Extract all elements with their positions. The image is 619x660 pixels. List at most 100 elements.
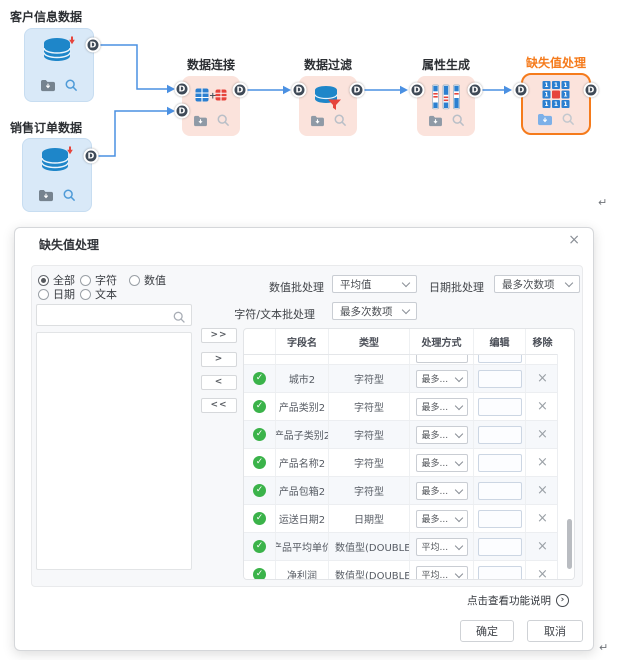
remove-icon[interactable]: × bbox=[537, 371, 548, 386]
radio-label: 字符 bbox=[95, 274, 117, 287]
vertical-scrollbar[interactable] bbox=[557, 354, 574, 579]
ok-button[interactable]: 确定 bbox=[460, 620, 514, 642]
export-icon[interactable] bbox=[537, 113, 553, 126]
output-port-d[interactable]: D bbox=[583, 82, 599, 98]
chevron-down-icon bbox=[454, 541, 463, 550]
row-method-select[interactable]: 最多... bbox=[415, 481, 468, 500]
filter-radio-numeric[interactable]: 数值 bbox=[129, 272, 166, 288]
filter-radio-all[interactable]: 全部 bbox=[38, 272, 75, 288]
cell-field: 产品子类别2 bbox=[276, 421, 329, 448]
input-port-d[interactable]: D bbox=[409, 82, 425, 98]
remove-icon[interactable]: × bbox=[537, 483, 548, 498]
input-port-d[interactable]: D bbox=[174, 103, 190, 119]
remove-icon[interactable]: × bbox=[537, 567, 548, 580]
preview-icon[interactable] bbox=[63, 189, 76, 202]
table-header-row: 字段名 类型 处理方式 编辑 移除 bbox=[244, 329, 559, 355]
row-method-select[interactable]: 平均... bbox=[415, 565, 468, 579]
output-port-d[interactable]: D bbox=[83, 148, 99, 164]
input-port-d[interactable]: D bbox=[513, 82, 529, 98]
text-batch-select[interactable]: 最多次数项 bbox=[332, 302, 417, 320]
source-node-sales-orders[interactable] bbox=[22, 138, 92, 212]
process-node-filter[interactable] bbox=[299, 76, 357, 136]
move-left-button[interactable]: < bbox=[201, 375, 237, 390]
process-node-join[interactable]: + bbox=[182, 76, 240, 136]
numeric-batch-label: 数值批处理 bbox=[269, 281, 324, 294]
preview-icon[interactable] bbox=[334, 114, 347, 127]
preview-icon[interactable] bbox=[217, 114, 230, 127]
header-method: 处理方式 bbox=[410, 329, 474, 354]
row-edit-input[interactable] bbox=[477, 397, 522, 416]
row-method-select[interactable]: 最多... bbox=[415, 369, 468, 388]
row-edit-input[interactable] bbox=[477, 509, 522, 528]
export-icon[interactable] bbox=[428, 115, 443, 127]
svg-text:1: 1 bbox=[554, 82, 558, 89]
select-value: 平均值 bbox=[340, 278, 372, 291]
close-icon[interactable]: × bbox=[568, 232, 580, 248]
output-port-d[interactable]: D bbox=[232, 82, 248, 98]
export-icon[interactable] bbox=[40, 79, 56, 92]
radio-circle bbox=[80, 274, 91, 286]
row-method-select[interactable]: 最多... bbox=[415, 509, 468, 528]
filter-radio-text[interactable]: 文本 bbox=[80, 286, 117, 302]
radio-label: 日期 bbox=[53, 288, 75, 301]
input-port-d[interactable]: D bbox=[291, 82, 307, 98]
row-edit-input[interactable] bbox=[477, 369, 522, 388]
available-fields-list[interactable] bbox=[36, 332, 192, 570]
svg-text:1: 1 bbox=[544, 92, 548, 99]
row-method-select[interactable] bbox=[415, 355, 468, 363]
row-edit-input[interactable] bbox=[477, 425, 522, 444]
numeric-batch-select[interactable]: 平均值 bbox=[332, 275, 417, 293]
preview-icon[interactable] bbox=[452, 114, 465, 127]
row-edit-input[interactable] bbox=[477, 565, 522, 579]
move-all-right-button[interactable]: >> bbox=[201, 328, 237, 343]
node-label-attribute-generation: 属性生成 bbox=[421, 58, 470, 72]
radio-circle bbox=[38, 274, 49, 286]
scrollbar-thumb[interactable] bbox=[567, 519, 572, 569]
row-edit-input[interactable] bbox=[477, 355, 522, 363]
export-icon[interactable] bbox=[193, 115, 208, 127]
node-label-missing-value: 缺失值处理 bbox=[525, 56, 586, 70]
row-edit-input[interactable] bbox=[477, 453, 522, 472]
date-batch-select[interactable]: 最多次数项 bbox=[494, 275, 580, 293]
remove-icon[interactable]: × bbox=[537, 399, 548, 414]
source-node-customer-data[interactable] bbox=[24, 28, 94, 102]
cell-field: 产品平均单价 bbox=[276, 533, 329, 560]
row-method-select[interactable]: 最多... bbox=[415, 425, 468, 444]
remove-icon[interactable]: × bbox=[537, 427, 548, 442]
input-port-d[interactable]: D bbox=[174, 81, 190, 97]
preview-icon[interactable] bbox=[562, 113, 575, 126]
filter-radio-date[interactable]: 日期 bbox=[38, 286, 75, 302]
chevron-down-icon bbox=[454, 429, 463, 438]
move-all-left-button[interactable]: << bbox=[201, 398, 237, 413]
check-icon: ✓ bbox=[253, 512, 266, 525]
export-icon[interactable] bbox=[310, 115, 325, 127]
cancel-button[interactable]: 取消 bbox=[527, 620, 583, 642]
output-port-d[interactable]: D bbox=[85, 37, 101, 53]
move-right-button[interactable]: > bbox=[201, 352, 237, 367]
row-edit-input[interactable] bbox=[477, 481, 522, 500]
row-method-select[interactable]: 最多... bbox=[415, 397, 468, 416]
row-method-select[interactable]: 最多... bbox=[415, 453, 468, 472]
output-port-d[interactable]: D bbox=[467, 82, 483, 98]
table-row-partial bbox=[244, 355, 559, 365]
table-row: ✓ 净利润 数值型(DOUBLE 平均... × bbox=[244, 561, 559, 580]
remove-icon[interactable]: × bbox=[537, 455, 548, 470]
radio-label: 全部 bbox=[53, 274, 75, 287]
svg-text:1: 1 bbox=[544, 82, 548, 89]
row-edit-input[interactable] bbox=[477, 537, 522, 556]
remove-icon[interactable]: × bbox=[537, 539, 548, 554]
row-method-select[interactable]: 平均... bbox=[415, 537, 468, 556]
missing-value-dialog: 缺失值处理 × 全部 字符 数值 日期 文本 bbox=[14, 227, 594, 651]
field-search-input[interactable] bbox=[37, 306, 191, 327]
export-icon[interactable] bbox=[38, 189, 54, 202]
output-port-d[interactable]: D bbox=[349, 82, 365, 98]
process-node-attribute-generation[interactable] bbox=[417, 76, 475, 136]
help-link[interactable]: 点击查看功能说明 › bbox=[467, 593, 569, 608]
remove-icon[interactable]: × bbox=[537, 511, 548, 526]
arrow-circle-icon: › bbox=[556, 594, 569, 607]
check-icon: ✓ bbox=[253, 540, 266, 553]
preview-icon[interactable] bbox=[65, 79, 78, 92]
check-icon: ✓ bbox=[253, 428, 266, 441]
filter-radio-char[interactable]: 字符 bbox=[80, 272, 117, 288]
